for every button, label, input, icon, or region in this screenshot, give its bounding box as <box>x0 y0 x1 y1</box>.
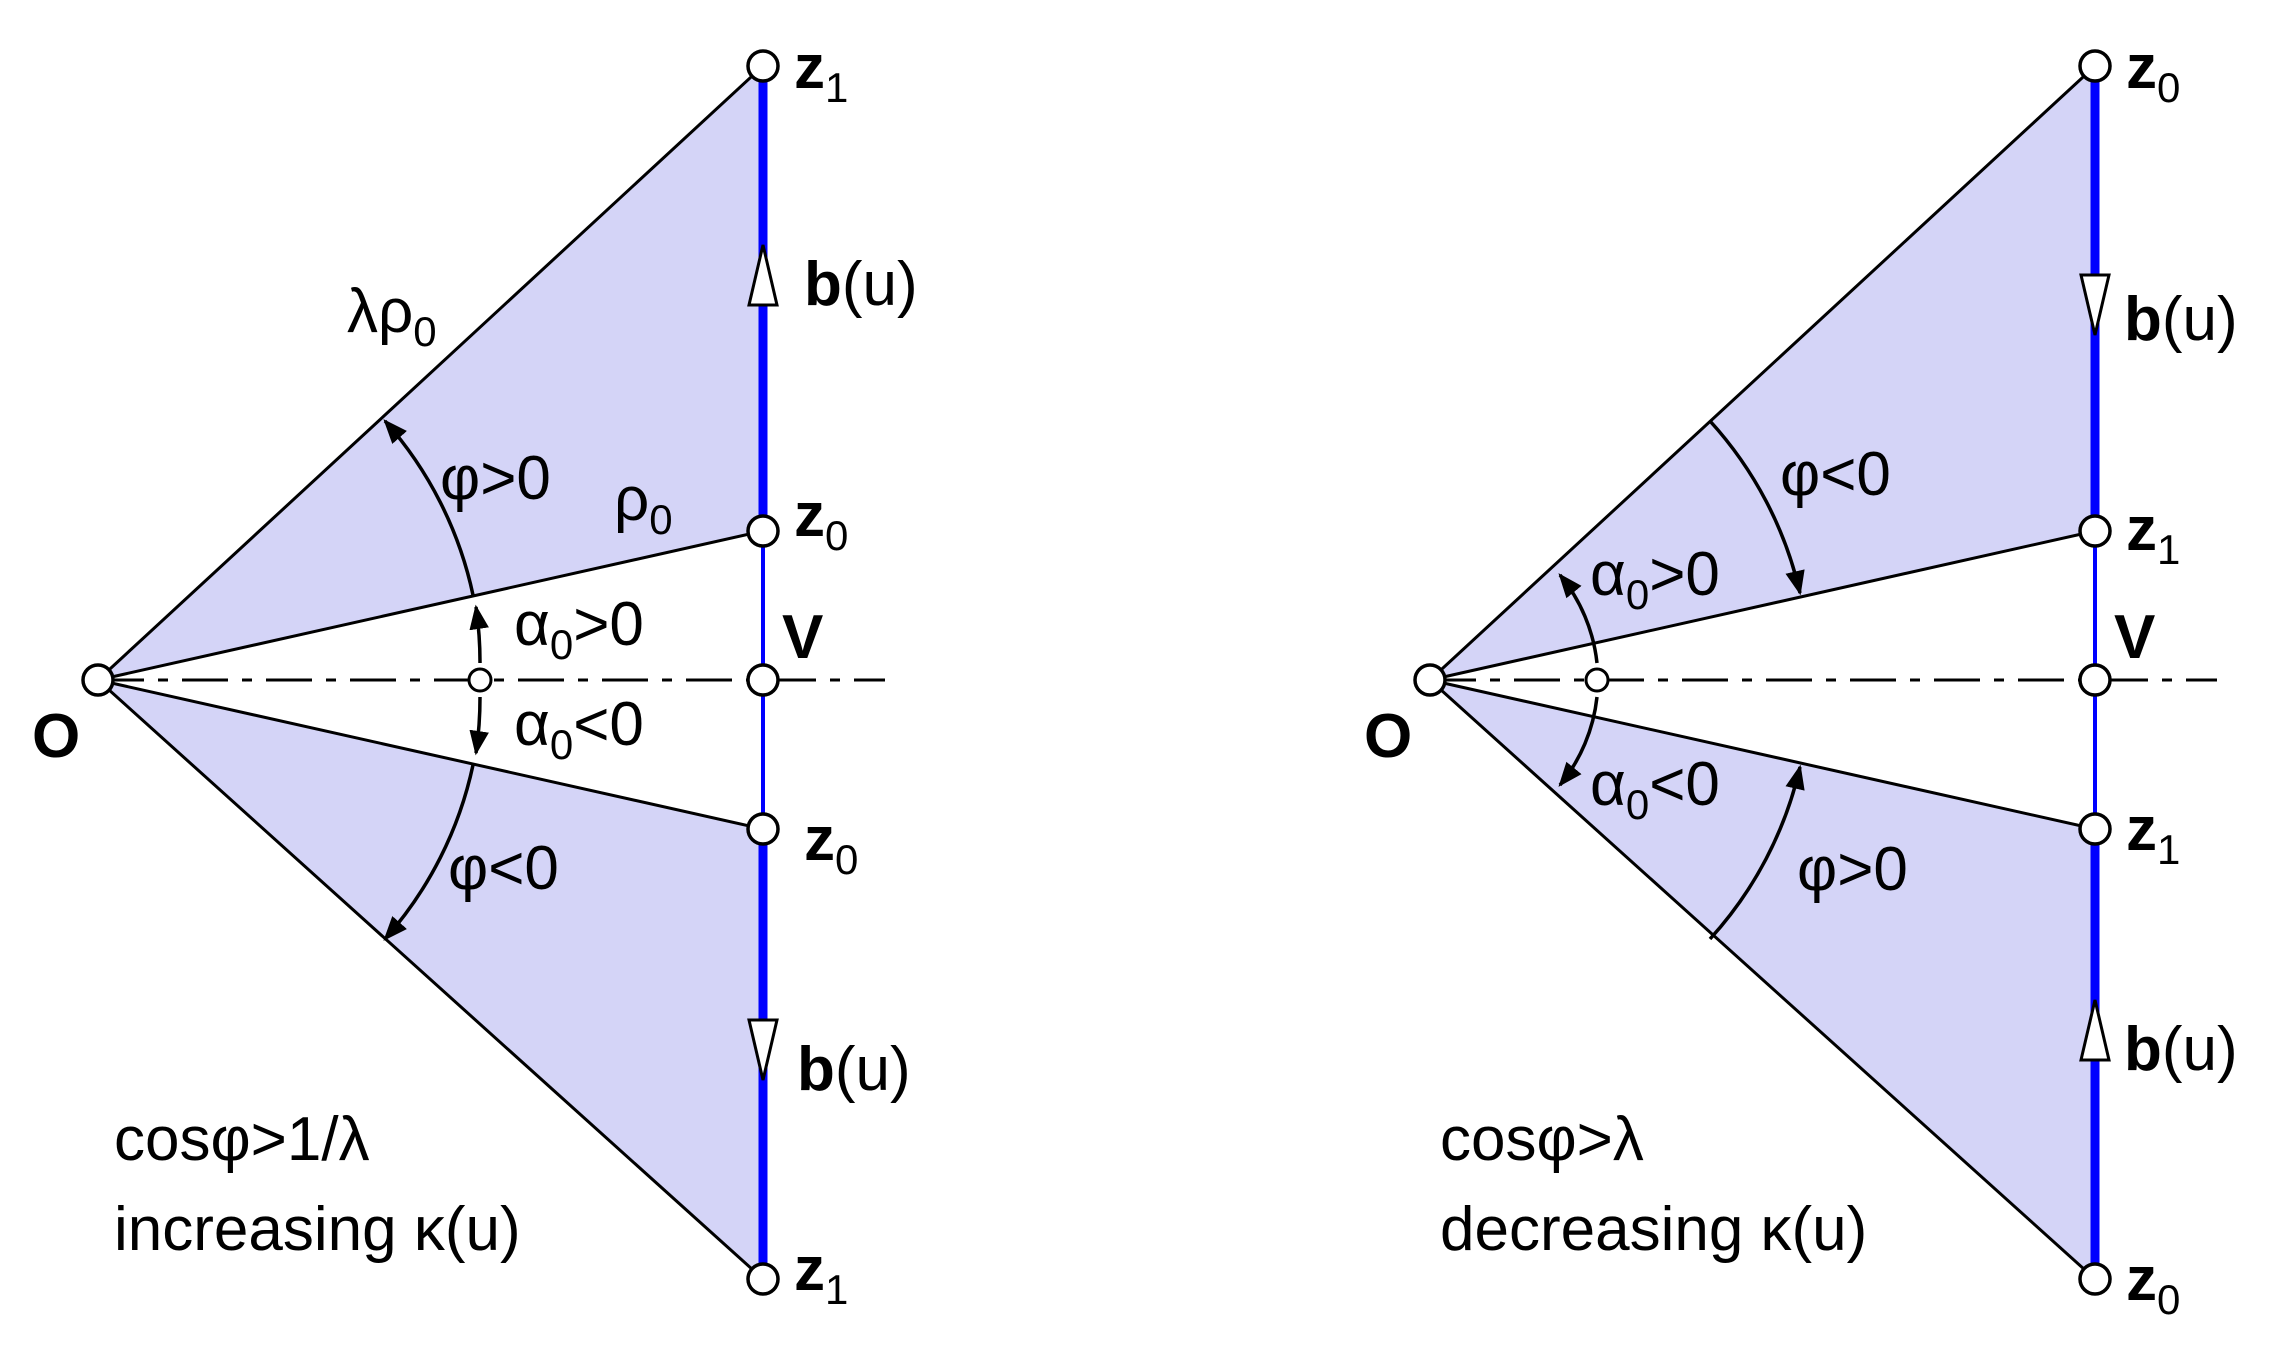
left-label-vertex: V <box>782 603 823 672</box>
left-label-b-top: b(u) <box>804 250 918 319</box>
left-label-rho: ρ0 <box>614 465 673 543</box>
left-label-alpha-pos: α0>0 <box>514 590 644 668</box>
right-label-b-top: b(u) <box>2124 285 2238 354</box>
right-label-origin: O <box>1364 702 1412 771</box>
left-ray-top <box>96 64 765 682</box>
right-label-phi-lower: φ>0 <box>1797 835 1908 904</box>
left-point-vertex <box>746 663 780 697</box>
right-arc-alpha-upper <box>1558 573 1599 664</box>
right-label-b-bottom: b(u) <box>2124 1015 2238 1084</box>
right-caption-line1: cosφ>λ <box>1440 1105 1644 1174</box>
left-label-phi-upper: φ>0 <box>440 444 551 513</box>
right-ray-upper <box>1429 529 2096 682</box>
right-caption-line2: decreasing κ(u) <box>1440 1195 1867 1264</box>
left-ray-upper <box>97 529 764 682</box>
left-label-bottom-end: z1 <box>794 1235 848 1313</box>
left-arc-phi-upper <box>383 419 475 596</box>
left-point-lower <box>746 812 780 846</box>
left-ray-lower <box>97 678 764 831</box>
right-diagram: O V z0 z1 z1 z0 α0>0 α0<0 φ<0 φ>0 b(u) b… <box>1364 33 2238 1323</box>
left-arc-alpha-lower <box>469 696 489 756</box>
right-point-origin <box>1413 663 1447 697</box>
right-point-bottom <box>2078 1262 2112 1296</box>
right-ray-bottom <box>1428 678 2097 1281</box>
right-arrow-up-icon <box>2079 999 2111 1062</box>
left-label-lower-point: z0 <box>804 805 858 883</box>
left-label-origin: O <box>32 702 80 771</box>
right-ray-lower <box>1429 678 2096 831</box>
right-ray-top <box>1428 64 2097 682</box>
left-label-upper-point: z0 <box>794 481 848 559</box>
right-arc-phi-lower <box>1708 764 1805 941</box>
left-caption-line1: cosφ>1/λ <box>114 1105 370 1174</box>
right-label-bottom-end: z0 <box>2126 1245 2180 1323</box>
right-label-upper-point: z1 <box>2126 495 2180 573</box>
right-label-lower-point: z1 <box>2126 795 2180 873</box>
right-label-vertex: V <box>2114 603 2155 672</box>
right-arrow-down-icon <box>2079 273 2111 336</box>
left-point-top <box>746 49 780 83</box>
right-label-alpha-pos: α0>0 <box>1590 540 1720 618</box>
right-point-top <box>2078 49 2112 83</box>
left-label-alpha-neg: α0<0 <box>514 690 644 768</box>
left-point-origin <box>81 663 115 697</box>
left-label-phi-lower: φ<0 <box>448 834 559 903</box>
right-label-top-end: z0 <box>2126 33 2180 111</box>
right-label-phi-upper: φ<0 <box>1780 440 1891 509</box>
left-point-bottom <box>746 1262 780 1296</box>
left-label-top-end: z1 <box>794 33 848 111</box>
left-ray-bottom <box>96 678 765 1281</box>
left-label-b-bottom: b(u) <box>797 1035 911 1104</box>
left-arc-phi-lower <box>383 764 475 941</box>
left-arrow-up-icon <box>747 244 779 307</box>
left-arc-alpha-upper <box>469 604 489 664</box>
right-point-lower <box>2078 812 2112 846</box>
left-point-upper <box>746 514 780 548</box>
right-arc-phi-upper <box>1708 419 1805 596</box>
left-point-axis-mid <box>467 667 493 693</box>
left-label-lambda-rho: λρ0 <box>347 277 437 355</box>
left-caption-line2: increasing κ(u) <box>114 1195 521 1264</box>
right-point-vertex <box>2078 663 2112 697</box>
left-arrow-down-icon <box>747 1018 779 1081</box>
left-diagram: O V z1 z0 z0 z1 λρ0 ρ0 α0>0 α0<0 φ>0 φ<0… <box>32 33 918 1313</box>
right-point-axis-mid <box>1584 667 1610 693</box>
right-arc-alpha-lower <box>1558 696 1599 787</box>
right-label-alpha-neg: α0<0 <box>1590 750 1720 828</box>
right-point-upper <box>2078 514 2112 548</box>
